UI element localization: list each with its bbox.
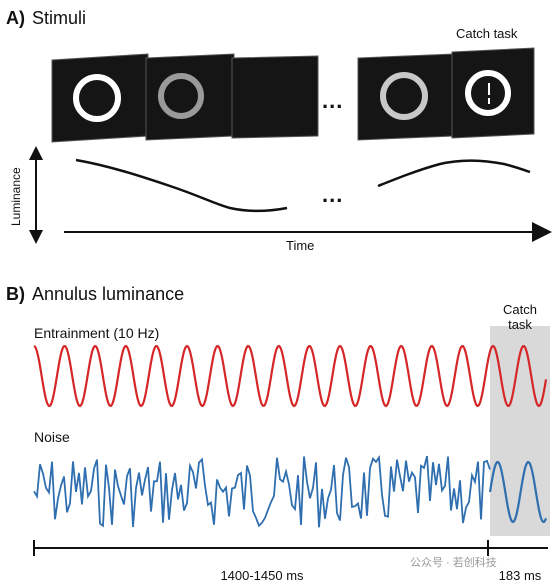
stimulus-frame-1 (51, 53, 149, 143)
panel-b-letter: B) (6, 284, 25, 304)
stimulus-frame-2 (145, 53, 235, 141)
luminance-axis-label: Luminance (9, 167, 23, 226)
frames-ellipsis: ... (322, 88, 343, 113)
luminance-curve-left (75, 158, 288, 213)
annulus-gray (158, 73, 204, 119)
panel-a-title: Stimuli (32, 8, 86, 28)
duration-main-label: 1400-1450 ms (220, 568, 304, 583)
annulus-light (380, 72, 428, 120)
annulus-white (73, 74, 121, 122)
duration-catch-label: 183 ms (499, 568, 542, 583)
catch-label-line1: Catch (503, 302, 537, 317)
panel-a-letter: A) (6, 8, 25, 28)
time-axis-label: Time (286, 238, 314, 253)
luminance-curve-right (377, 159, 531, 188)
duration-bar (33, 540, 548, 556)
curve-ellipsis: ... (322, 182, 343, 207)
stimulus-frame-3 (231, 55, 319, 139)
catch-task-label-a: Catch task (456, 26, 518, 41)
stimulus-frame-4 (357, 53, 455, 141)
catch-label-line2: task (508, 317, 532, 332)
annulus-catch (465, 70, 511, 116)
watermark: 公众号 · 若创科技 (410, 555, 497, 569)
luminance-axis (29, 146, 43, 244)
noise-waveform (33, 454, 491, 528)
noise-label: Noise (34, 429, 70, 445)
entrainment-waveform (33, 344, 548, 408)
panel-b-title: Annulus luminance (32, 284, 184, 304)
noise-catch-waveform (488, 460, 548, 524)
stimulus-frame-catch (451, 47, 535, 139)
entrainment-label: Entrainment (10 Hz) (34, 325, 159, 341)
